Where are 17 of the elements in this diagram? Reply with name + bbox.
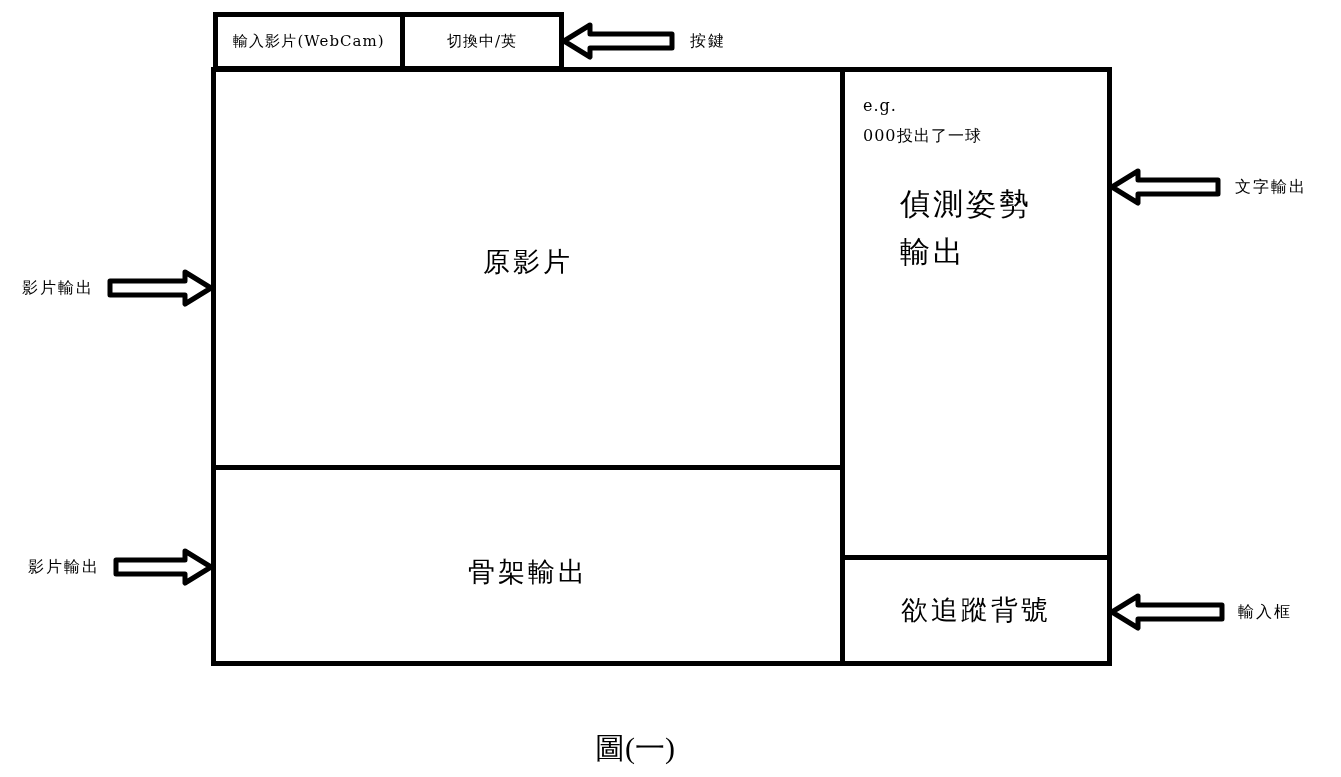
- annotation-label: 按鍵: [672, 26, 744, 56]
- block-arrow: [1109, 593, 1225, 631]
- annotation-label: 輸入框: [1222, 597, 1308, 627]
- block-arrow: [561, 22, 675, 60]
- annotation-label: 文字輸出: [1218, 172, 1324, 202]
- panel-text: 000投出了一球: [863, 126, 982, 147]
- panel-text: 偵測姿勢輸出: [900, 185, 1033, 271]
- block-arrow: [1109, 168, 1221, 206]
- block-arrow: [113, 548, 214, 586]
- figure-caption: 圖(一): [594, 730, 676, 766]
- annotation-label: 影片輸出: [6, 273, 110, 303]
- annotation-label: 影片輸出: [12, 552, 116, 582]
- panel-text: 原影片: [482, 245, 574, 279]
- field-label: 欲追蹤背號: [900, 593, 1052, 627]
- panel-text: 骨架輸出: [467, 555, 589, 589]
- panel-text: e.g.: [863, 96, 897, 115]
- block-arrow: [107, 269, 214, 307]
